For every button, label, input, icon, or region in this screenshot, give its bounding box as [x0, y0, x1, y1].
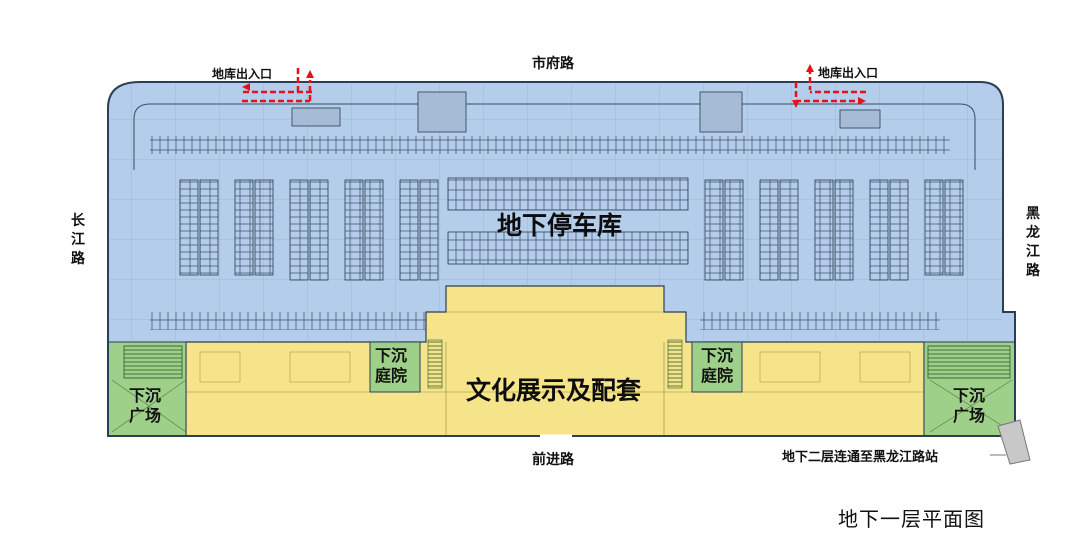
courtyard-right-area [691, 341, 743, 393]
road-label-west: 长江路 [71, 213, 85, 267]
parking-stall-rows [179, 179, 964, 281]
map-caption: 地下一层平面图 [838, 507, 985, 531]
zone-label-culture: 文化展示及配套 [466, 376, 642, 405]
entrance-label-left: 地库出入口 [212, 67, 273, 81]
entrance-label-right: 地库出入口 [818, 66, 879, 80]
metro-connection-label: 地下二层连通至黑龙江路站 [782, 450, 939, 465]
courtyard-left-area [369, 341, 421, 393]
entrance-left-arrows [242, 68, 312, 103]
road-label-north: 市府路 [532, 56, 574, 72]
zone-label-courtyard-left: 下沉庭院 [374, 346, 407, 385]
metro-connection-shape [997, 419, 1031, 465]
road-label-east: 黑龙江路 [1026, 206, 1040, 279]
zone-label-plaza-left: 下沉广场 [128, 386, 161, 425]
zone-label-parking: 地下停车库 [497, 211, 623, 240]
zone-label-plaza-right: 下沉广场 [952, 386, 985, 425]
zone-label-courtyard-right: 下沉庭院 [700, 346, 733, 385]
road-label-south: 前进路 [532, 452, 574, 468]
